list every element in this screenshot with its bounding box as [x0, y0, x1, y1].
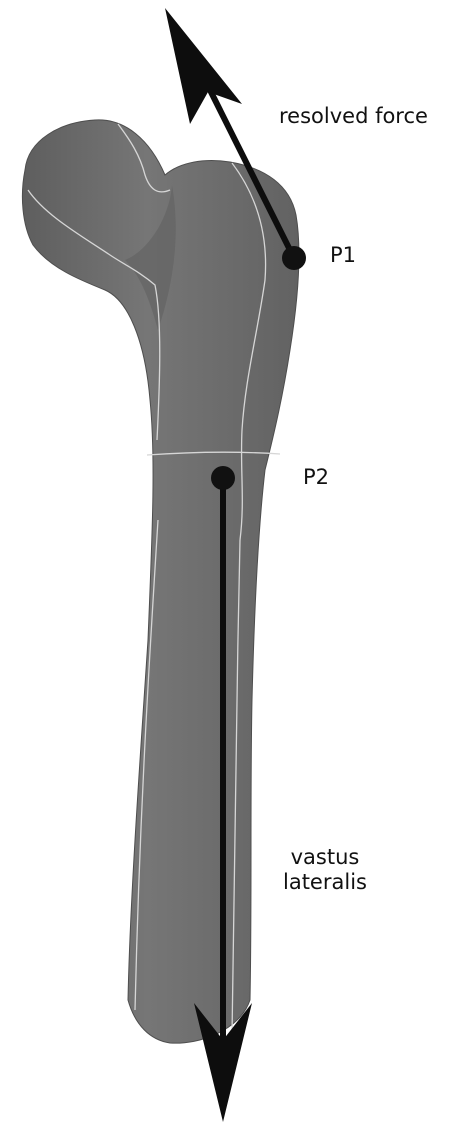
- resolved-force-label: resolved force: [279, 104, 428, 129]
- p1-label: P1: [330, 243, 356, 268]
- vastus-lateralis-label: vastus lateralis: [270, 845, 380, 895]
- resolved-force-arrowhead: [165, 8, 242, 124]
- point-p2: [211, 466, 235, 490]
- vastus-lateralis-label-line2: lateralis: [270, 870, 380, 895]
- point-p1: [282, 246, 306, 270]
- p2-label: P2: [303, 465, 329, 490]
- vastus-lateralis-label-line1: vastus: [270, 845, 380, 870]
